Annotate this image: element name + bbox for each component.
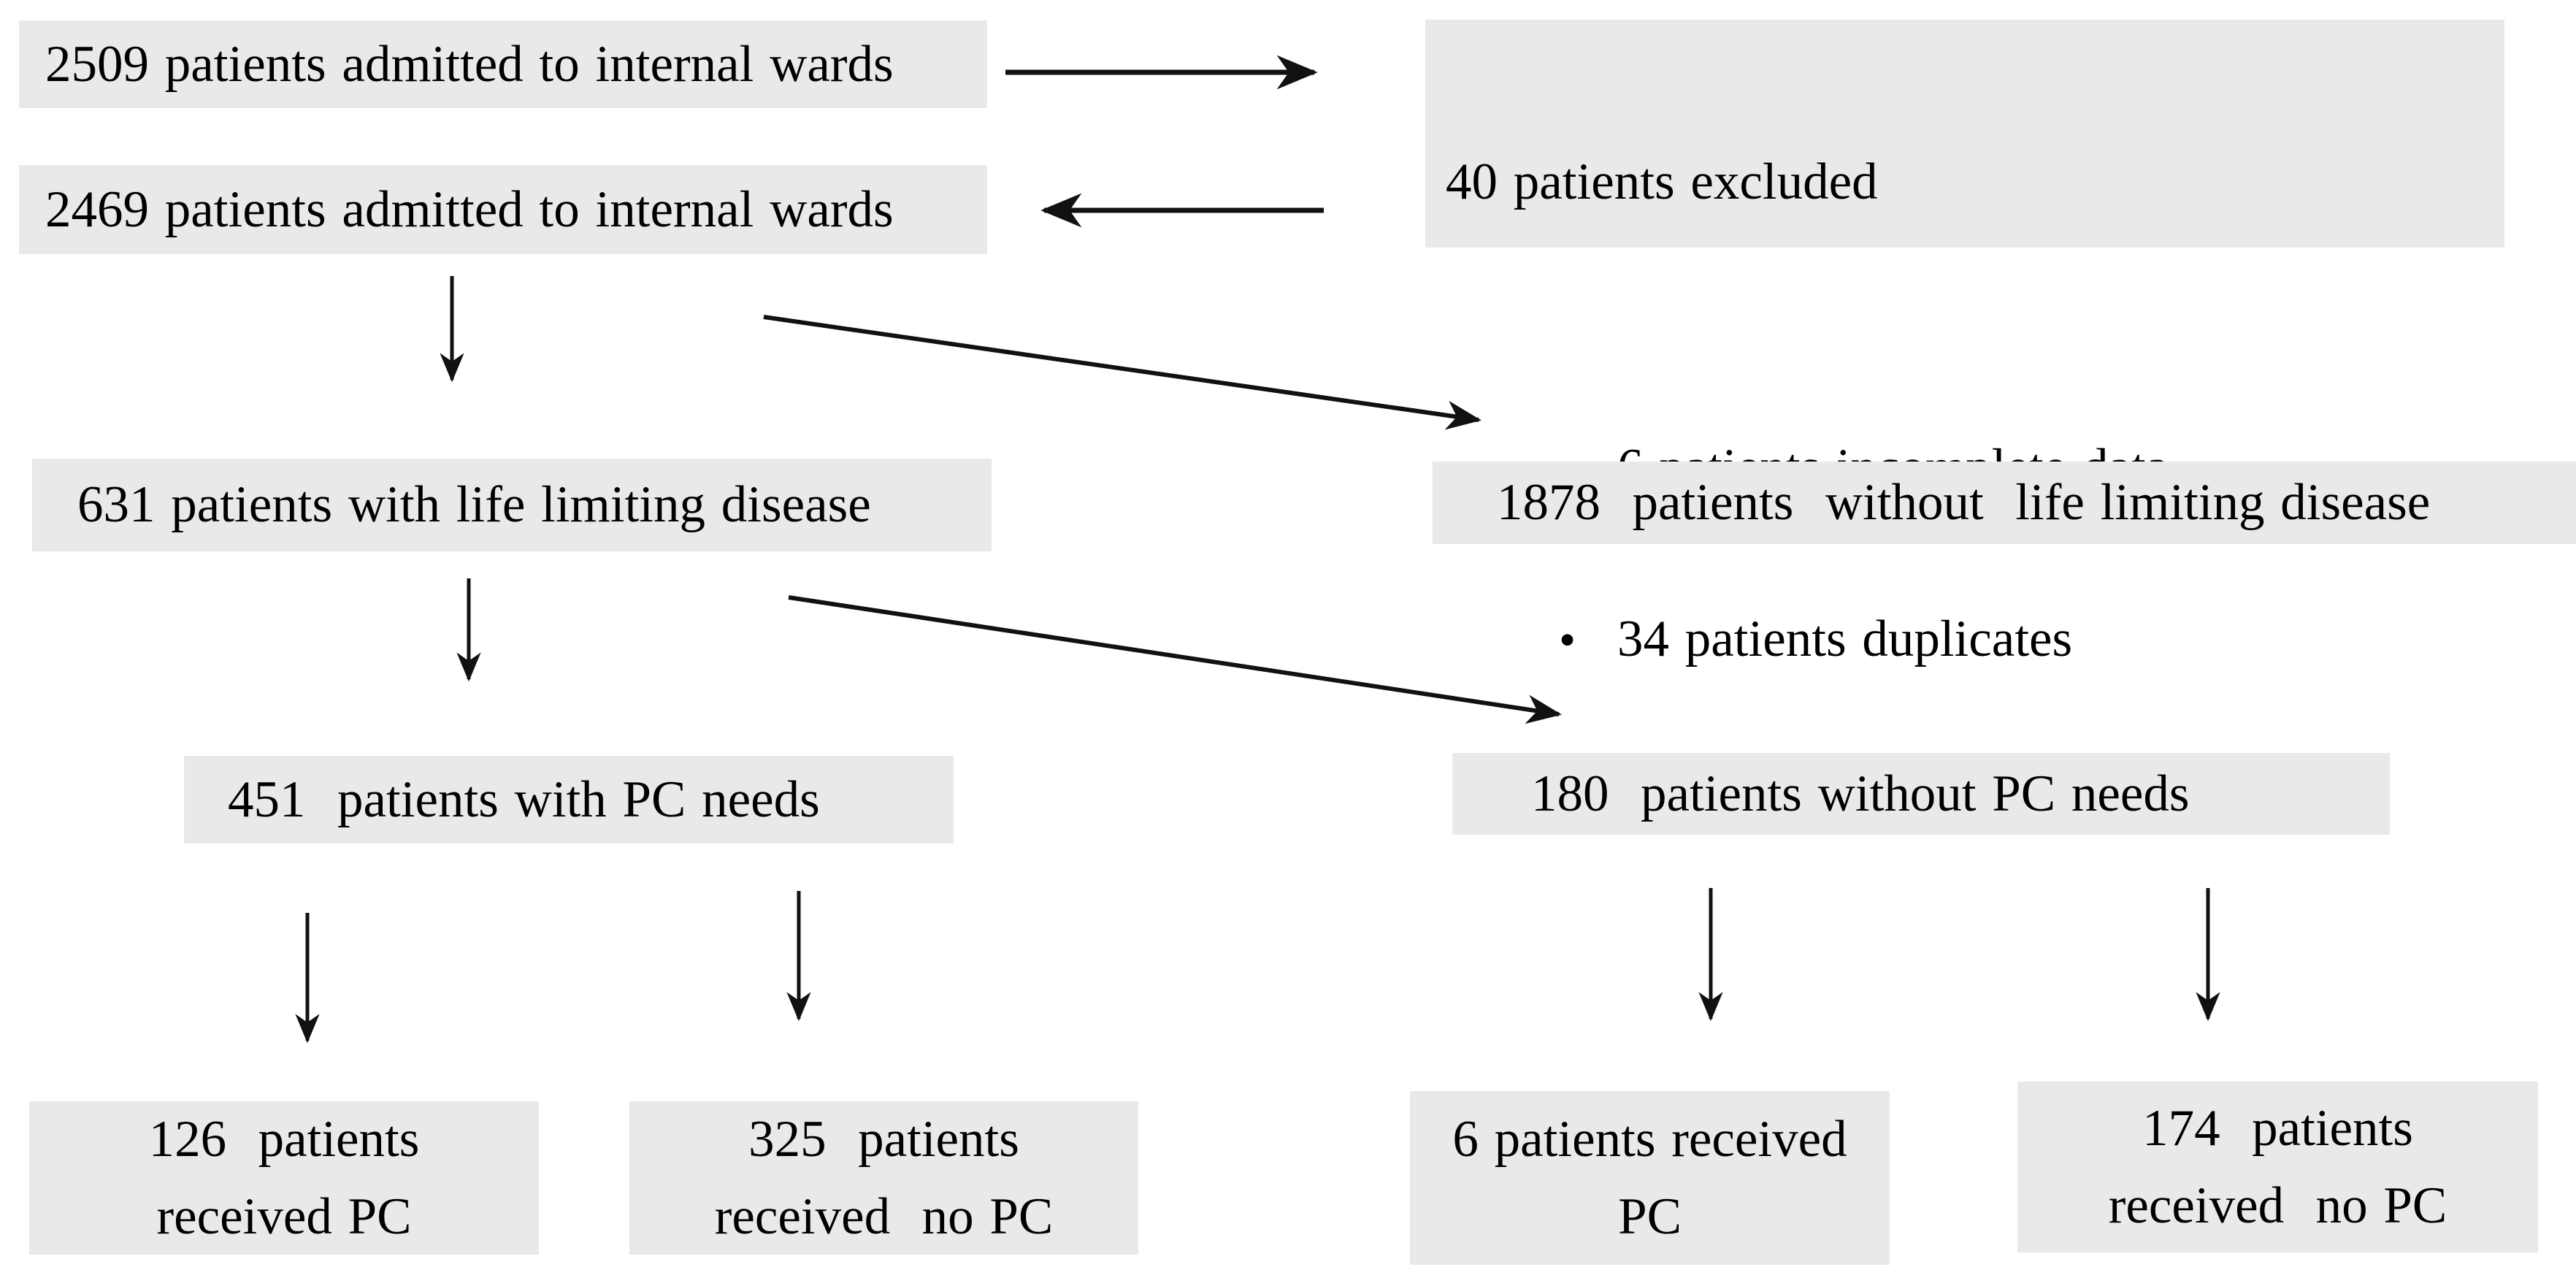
box-6-line1: 6 patients received — [1452, 1111, 1847, 1168]
excluded-bullet-list: • 6 patients incomplete data • 34 patien… — [1446, 328, 2504, 780]
box-with-life-limiting-disease: 631 patients with life limiting disease — [32, 459, 992, 551]
box-received-pc-6: 6 patients received PC — [1410, 1091, 1890, 1265]
box-admitted-2469: 2469 patients admitted to internal wards — [19, 165, 987, 254]
box-without-lld-label: 1878 patients without life limiting dise… — [1497, 474, 2431, 532]
box-admitted-2469-label: 2469 patients admitted to internal wards — [45, 180, 894, 238]
box-with-lld-label: 631 patients with life limiting disease — [77, 476, 871, 534]
box-with-pc-needs-label: 451 patients with PC needs — [228, 770, 820, 828]
box-with-pc-needs: 451 patients with PC needs — [184, 756, 954, 843]
box-325-line2: received no PC — [714, 1188, 1054, 1245]
box-without-life-limiting-disease: 1878 patients without life limiting dise… — [1433, 462, 2576, 544]
arrow-admitted-after-to-without-lld — [763, 315, 1481, 430]
box-6-line2: PC — [1618, 1188, 1682, 1245]
box-without-pc-needs-label: 180 patients without PC needs — [1531, 765, 2190, 822]
box-174-line2: received no PC — [2108, 1177, 2447, 1234]
excluded-bullet-item: • 34 patients duplicates — [1559, 608, 2504, 671]
box-126-line2: received PC — [156, 1188, 412, 1245]
box-excluded-title: 40 patients excluded — [1446, 153, 1878, 211]
box-without-pc-needs: 180 patients without PC needs — [1452, 753, 2390, 835]
box-126-line1: 126 patients — [148, 1111, 420, 1168]
excluded-bullet-2-label: 34 patients duplicates — [1617, 611, 2073, 668]
bullet-icon: • — [1559, 613, 1576, 667]
box-received-no-pc-325: 325 patients received no PC — [629, 1101, 1138, 1255]
box-received-no-pc-174: 174 patients received no PC — [2017, 1082, 2538, 1252]
box-174-line1: 174 patients — [2142, 1100, 2413, 1157]
box-received-pc-126: 126 patients received PC — [29, 1101, 539, 1255]
arrow-with-lld-to-without-pc — [788, 595, 1562, 724]
box-excluded: 40 patients excluded • 6 patients incomp… — [1425, 20, 2504, 667]
box-325-line1: 325 patients — [748, 1111, 1019, 1168]
box-admitted-2509-label: 2509 patients admitted to internal wards — [45, 35, 894, 93]
box-admitted-2509: 2509 patients admitted to internal wards — [19, 20, 987, 108]
